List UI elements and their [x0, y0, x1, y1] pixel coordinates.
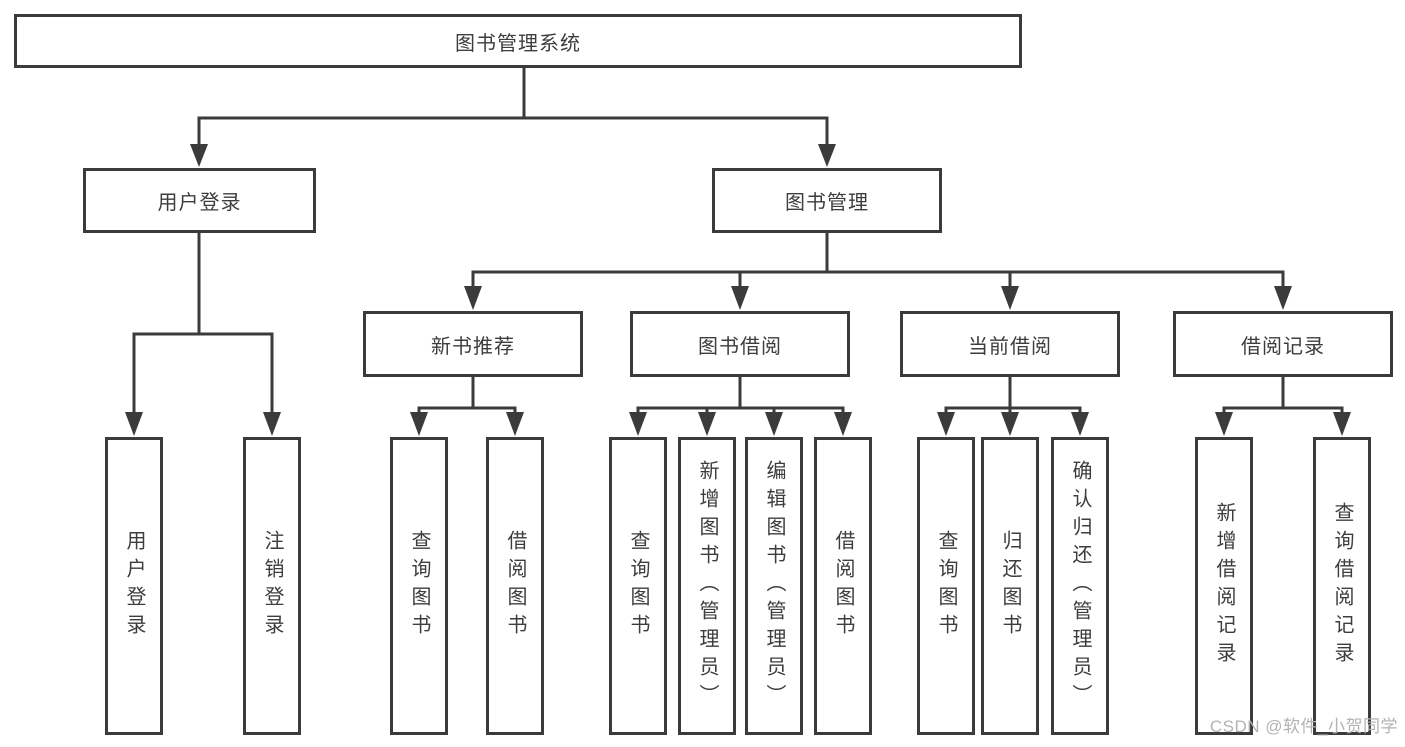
- leaf-query-books-current: 查询图书: [917, 437, 975, 735]
- node-current-borrow: 当前借阅: [900, 311, 1120, 377]
- node-label: 图书借阅: [698, 335, 782, 358]
- node-label: 借阅记录: [1241, 335, 1325, 358]
- node-label: 编辑图书（管理员）: [763, 460, 785, 712]
- node-label: 当前借阅: [968, 335, 1052, 358]
- node-borrow-records: 借阅记录: [1173, 311, 1393, 377]
- csdn-watermark: CSDN @软件_小贺同学: [1209, 717, 1398, 736]
- node-label: 用户登录: [123, 530, 145, 642]
- leaf-borrow-books: 借阅图书: [814, 437, 872, 735]
- leaf-query-books-recommend: 查询图书: [390, 437, 448, 735]
- node-label: 归还图书: [999, 530, 1021, 642]
- node-library-system: 图书管理系统: [14, 14, 1022, 68]
- leaf-add-books-admin: 新增图书（管理员）: [678, 437, 736, 735]
- leaf-query-books-borrow: 查询图书: [609, 437, 667, 735]
- node-label: 新书推荐: [431, 335, 515, 358]
- leaf-return-books: 归还图书: [981, 437, 1039, 735]
- leaf-query-borrow-record: 查询借阅记录: [1313, 437, 1371, 735]
- leaf-borrow-books-recommend: 借阅图书: [486, 437, 544, 735]
- node-book-management: 图书管理: [712, 168, 942, 233]
- node-label: 查询图书: [935, 530, 957, 642]
- leaf-user-login: 用户登录: [105, 437, 163, 735]
- node-label: 查询图书: [627, 530, 649, 642]
- node-label: 注销登录: [261, 530, 283, 642]
- node-new-book-recommend: 新书推荐: [363, 311, 583, 377]
- node-label: 借阅图书: [832, 530, 854, 642]
- node-label: 查询借阅记录: [1331, 502, 1353, 670]
- node-label: 图书管理系统: [455, 32, 581, 55]
- leaf-add-borrow-record: 新增借阅记录: [1195, 437, 1253, 735]
- node-label: 图书管理: [785, 192, 869, 214]
- node-label: 借阅图书: [504, 530, 526, 642]
- node-label: 新增借阅记录: [1213, 502, 1235, 670]
- node-label: 查询图书: [408, 530, 430, 642]
- node-label: 用户登录: [157, 192, 242, 214]
- leaf-edit-books-admin: 编辑图书（管理员）: [745, 437, 803, 735]
- node-user-login: 用户登录: [83, 168, 316, 233]
- leaf-confirm-return-admin: 确认归还（管理员）: [1051, 437, 1109, 735]
- node-label: 确认归还（管理员）: [1069, 460, 1091, 712]
- leaf-logout: 注销登录: [243, 437, 301, 735]
- node-book-borrow: 图书借阅: [630, 311, 850, 377]
- node-label: 新增图书（管理员）: [696, 460, 718, 712]
